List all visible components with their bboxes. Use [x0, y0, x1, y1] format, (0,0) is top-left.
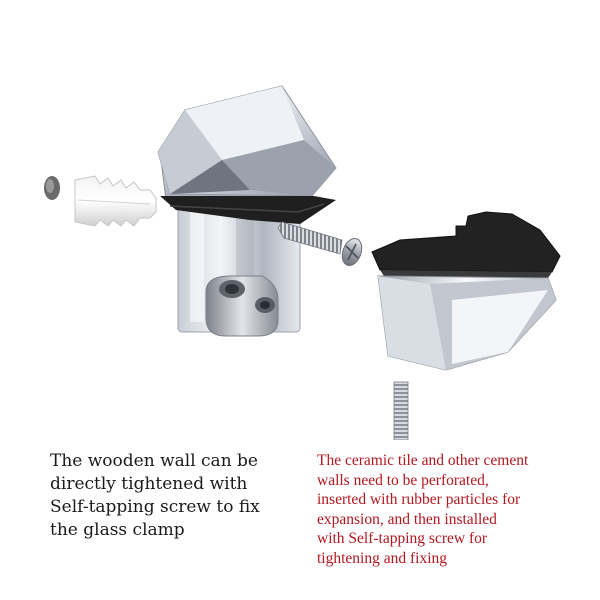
screw-boss — [205, 275, 279, 337]
clamp-body-upper — [157, 85, 337, 224]
rubber-cap — [44, 176, 60, 200]
glass-clamp-exploded-illustration — [44, 85, 561, 440]
clamp-cover — [371, 211, 561, 371]
wall-anchor — [74, 175, 157, 227]
ceramic-wall-caption: The ceramic tile and other cement walls … — [317, 452, 529, 567]
threaded-bolt — [393, 381, 409, 440]
self-tapping-screw — [277, 221, 363, 267]
wooden-wall-caption: The wooden wall can be directly tightene… — [50, 451, 260, 540]
